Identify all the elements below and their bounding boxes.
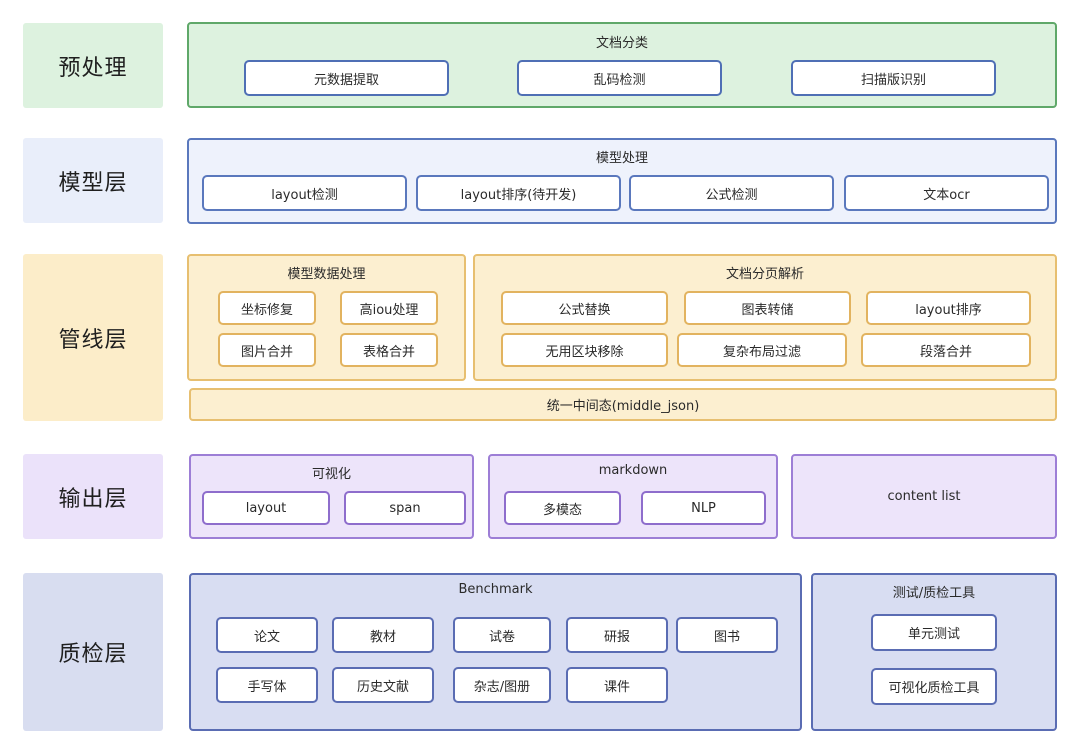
useless-block-removal-box: 无用区块移除 bbox=[501, 333, 668, 367]
layer-label-model: 模型层 bbox=[23, 138, 163, 223]
panel-title: Benchmark bbox=[458, 582, 533, 597]
table-merge-box: 表格合并 bbox=[340, 333, 438, 367]
benchmark-handwriting-box: 手写体 bbox=[216, 667, 318, 703]
benchmark-paper-box: 论文 bbox=[216, 617, 318, 653]
panel-title: 可视化 bbox=[311, 467, 351, 482]
benchmark-book-box: 图书 bbox=[676, 617, 778, 653]
paragraph-merge-box: 段落合并 bbox=[861, 333, 1031, 367]
panel-title: 文档分页解析 bbox=[725, 267, 804, 282]
visual-qa-tool-box: 可视化质检工具 bbox=[871, 668, 997, 705]
layout-detection-box: layout检测 bbox=[202, 175, 407, 211]
metadata-extraction-box: 元数据提取 bbox=[244, 60, 449, 96]
panel-title: markdown bbox=[598, 463, 668, 478]
span-visual-box: span bbox=[344, 491, 466, 525]
chart-dump-box: 图表转储 bbox=[684, 291, 851, 325]
document-classification-panel: 文档分类 元数据提取 乱码检测 扫描版识别 bbox=[187, 22, 1057, 108]
high-iou-processing-box: 高iou处理 bbox=[340, 291, 438, 325]
model-data-processing-panel: 模型数据处理 坐标修复 高iou处理 图片合并 表格合并 bbox=[187, 254, 466, 381]
formula-detection-box: 公式检测 bbox=[629, 175, 834, 211]
test-tools-panel: 测试/质检工具 单元测试 可视化质检工具 bbox=[811, 573, 1057, 731]
layout-visual-box: layout bbox=[202, 491, 330, 525]
panel-title: 模型数据处理 bbox=[287, 267, 366, 282]
benchmark-courseware-box: 课件 bbox=[566, 667, 668, 703]
text-ocr-box: 文本ocr bbox=[844, 175, 1049, 211]
markdown-panel: markdown 多模态 NLP bbox=[488, 454, 778, 539]
middle-json-bar: 统一中间态(middle_json) bbox=[189, 388, 1057, 421]
benchmark-exam-box: 试卷 bbox=[453, 617, 551, 653]
layout-sort-box: layout排序 bbox=[866, 291, 1031, 325]
layer-label-preprocess: 预处理 bbox=[23, 23, 163, 108]
benchmark-magazine-box: 杂志/图册 bbox=[453, 667, 551, 703]
content-list-panel: content list bbox=[791, 454, 1057, 539]
benchmark-research-report-box: 研报 bbox=[566, 617, 668, 653]
model-processing-panel: 模型处理 layout检测 layout排序(待开发) 公式检测 文本ocr bbox=[187, 138, 1057, 224]
scanned-doc-recognition-box: 扫描版识别 bbox=[791, 60, 996, 96]
formula-replace-box: 公式替换 bbox=[501, 291, 668, 325]
layer-label-qa: 质检层 bbox=[23, 573, 163, 731]
garbled-text-detection-box: 乱码检测 bbox=[517, 60, 722, 96]
benchmark-historical-doc-box: 历史文献 bbox=[332, 667, 434, 703]
panel-title: 测试/质检工具 bbox=[892, 586, 976, 601]
multimodal-box: 多模态 bbox=[504, 491, 621, 525]
image-merge-box: 图片合并 bbox=[218, 333, 316, 367]
layer-label-pipeline: 管线层 bbox=[23, 254, 163, 421]
benchmark-panel: Benchmark 论文 教材 试卷 研报 图书 手写体 历史文献 杂志/图册 … bbox=[189, 573, 802, 731]
complex-layout-filter-box: 复杂布局过滤 bbox=[677, 333, 847, 367]
visualization-panel: 可视化 layout span bbox=[189, 454, 474, 539]
layout-ordering-box: layout排序(待开发) bbox=[416, 175, 621, 211]
layer-label-output: 输出层 bbox=[23, 454, 163, 539]
unit-test-box: 单元测试 bbox=[871, 614, 997, 651]
benchmark-textbook-box: 教材 bbox=[332, 617, 434, 653]
nlp-box: NLP bbox=[641, 491, 766, 525]
panel-title: 文档分类 bbox=[595, 36, 648, 51]
panel-title: 模型处理 bbox=[595, 151, 648, 166]
page-parsing-panel: 文档分页解析 公式替换 图表转储 layout排序 无用区块移除 复杂布局过滤 … bbox=[473, 254, 1057, 381]
coordinate-fix-box: 坐标修复 bbox=[218, 291, 316, 325]
